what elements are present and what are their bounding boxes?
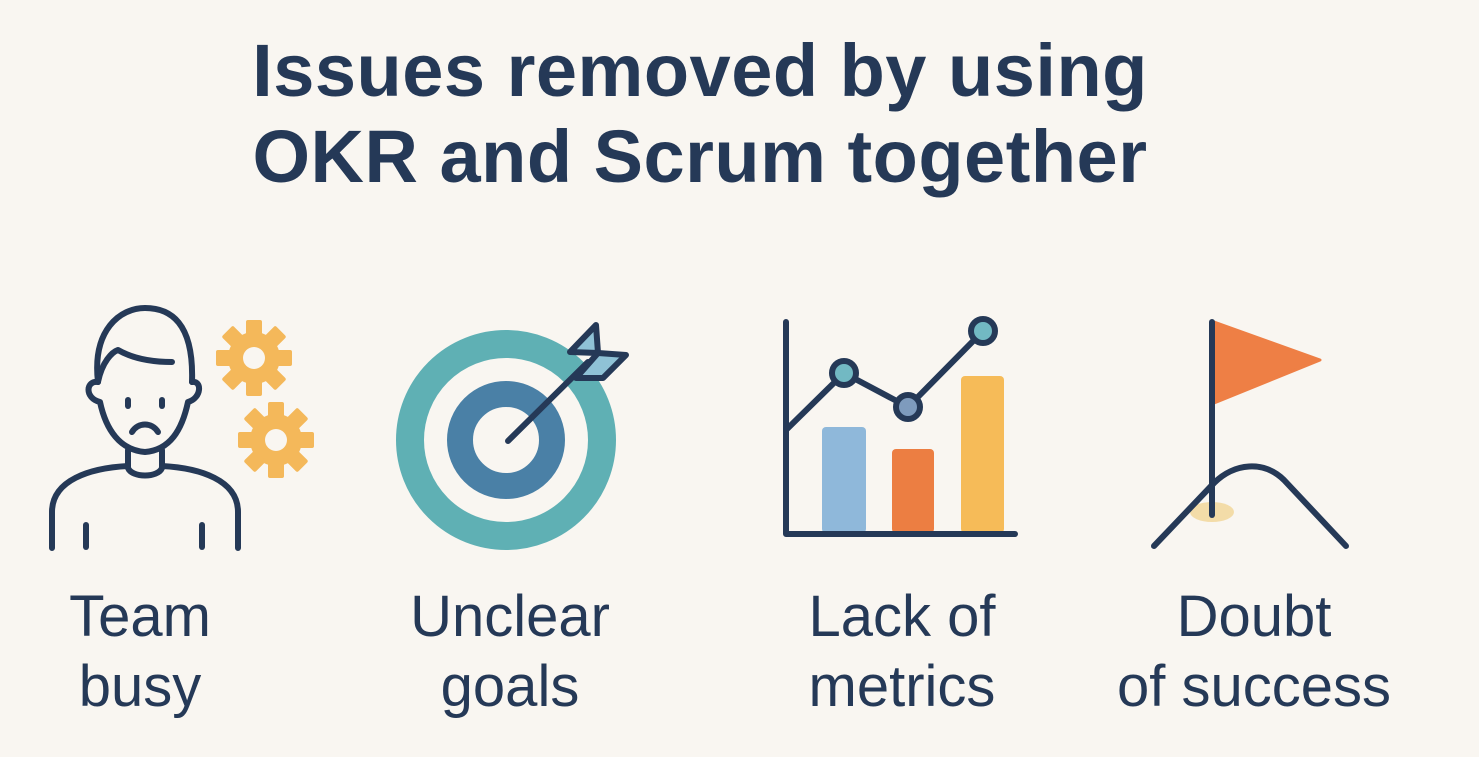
issue-label: Team busy [69, 584, 211, 719]
issue-label: Lack of metrics [808, 584, 996, 719]
page-title: Issues removed by using OKR and Scrum to… [0, 28, 1400, 200]
title-line-1: Issues removed by using [252, 29, 1148, 112]
bar-and-line-chart-icon [783, 316, 1018, 537]
title-line-2: OKR and Scrum together [252, 115, 1148, 198]
target-with-arrow-icon [396, 322, 629, 550]
flag-on-hill-icon [1151, 319, 1349, 549]
issue-label: Doubt of success [1117, 584, 1391, 719]
stressed-person-with-gears-icon [49, 305, 314, 551]
issue-label: Unclear goals [410, 584, 610, 719]
